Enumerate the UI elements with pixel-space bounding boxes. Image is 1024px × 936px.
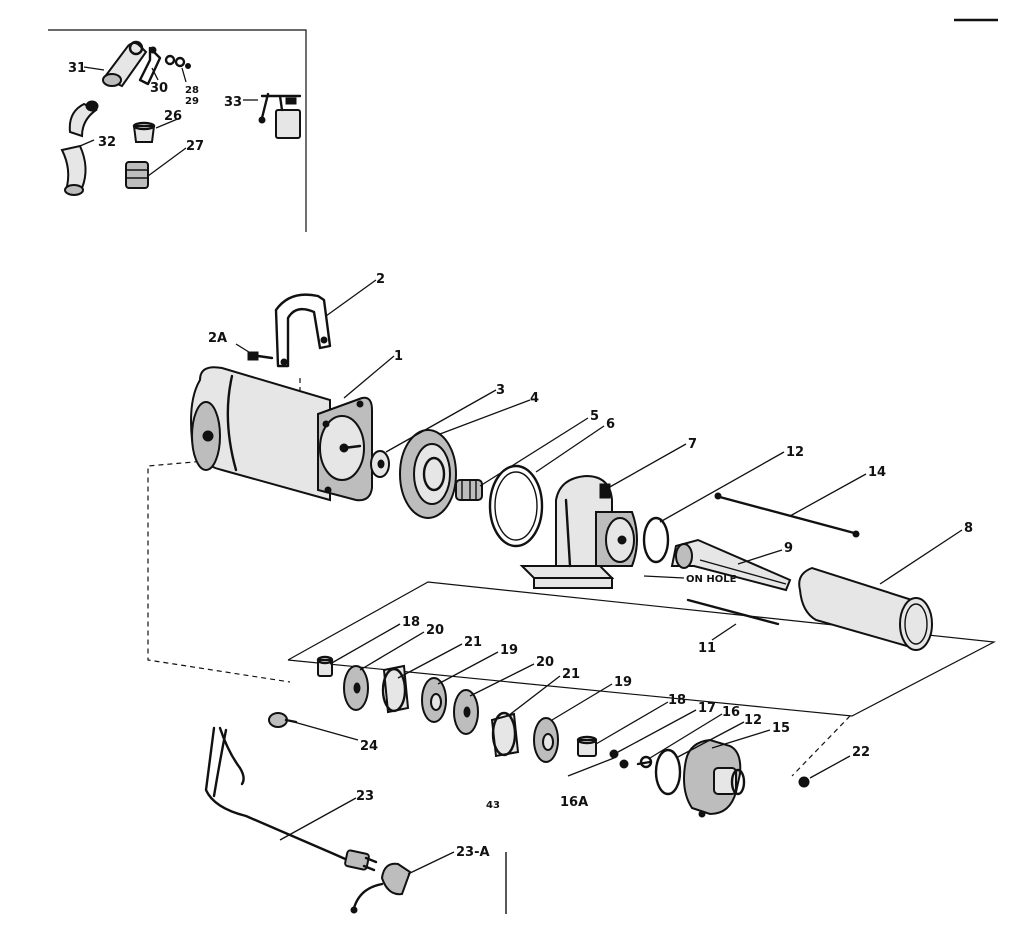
callout-27: 27 [186, 139, 204, 154]
callout-12-upper: 12 [786, 445, 804, 460]
callout-23a: 23-A [456, 845, 490, 860]
part-27-nipple [125, 161, 149, 189]
part-23a-adapter [350, 862, 412, 914]
callout-31: 31 [68, 61, 86, 76]
callout-16a: 16A [560, 795, 588, 810]
callout-32: 32 [98, 135, 116, 150]
callout-30: 30 [150, 81, 168, 96]
part-22-plug [798, 776, 810, 788]
callout-18-left: 18 [402, 615, 420, 630]
part-4-seal-plate [399, 429, 457, 519]
callout-21-left: 21 [464, 635, 482, 650]
callout-12-lower: 12 [744, 713, 762, 728]
part-6-o-ring [488, 464, 544, 548]
callout-15: 15 [772, 721, 790, 736]
callout-19-right: 19 [614, 675, 632, 690]
inset-frame [48, 29, 307, 232]
part-ring-seal [642, 516, 670, 564]
part-31-fitting [102, 40, 148, 88]
part-2-handle [274, 293, 332, 368]
part-14-tie-rod [714, 492, 860, 538]
callout-5: 5 [590, 409, 599, 424]
callout-21-right: 21 [562, 667, 580, 682]
callout-18-right: 18 [668, 693, 686, 708]
part-11-pin [686, 598, 780, 626]
callout-1: 1 [394, 349, 403, 364]
part-30-clip [138, 46, 162, 86]
callout-17: 17 [698, 701, 716, 716]
part-33-assembly [258, 92, 302, 139]
callout-note-hole: ON HOLE [686, 574, 737, 585]
part-19-impeller-b [533, 717, 559, 763]
part-7-pump-body [519, 474, 638, 589]
part-20-diffuser-b [453, 689, 479, 735]
part-8-shell [798, 566, 933, 651]
callout-2: 2 [376, 272, 385, 287]
callout-20-left: 20 [426, 623, 444, 638]
callout-24: 24 [360, 739, 378, 754]
callout-26: 26 [164, 109, 182, 124]
part-23-power-cord [204, 726, 378, 872]
callout-14: 14 [868, 465, 886, 480]
callout-11: 11 [698, 641, 716, 656]
part-32-hose [60, 100, 99, 196]
part-9-shaft [670, 538, 792, 592]
callout-labels: 2 2A 1 3 4 5 6 7 12 14 8 9 11 ON HOLE 18… [208, 272, 973, 860]
part-16-screw [636, 755, 653, 769]
callout-22: 22 [852, 745, 870, 760]
part-26-coupling [132, 121, 156, 143]
leader-lines [235, 279, 963, 875]
part-15-inlet-cap [683, 738, 746, 818]
callout-23: 23 [356, 789, 374, 804]
callout-8: 8 [964, 521, 973, 536]
part-18-bushing-a [316, 655, 334, 677]
part-3-washer [370, 450, 390, 478]
callout-2a: 2A [208, 331, 227, 346]
callout-6: 6 [606, 417, 615, 432]
part-21-ring-a [381, 664, 410, 714]
callout-33: 33 [224, 95, 242, 110]
part-18-bushing-b [576, 735, 598, 757]
figure-number: 43 [486, 800, 500, 811]
callout-28: 28 [185, 85, 199, 96]
part-2a-screw [247, 351, 274, 361]
part-20-diffuser-a [343, 665, 369, 711]
part-16a-washer [619, 759, 629, 769]
callout-4: 4 [530, 391, 539, 406]
callout-29: 29 [185, 96, 199, 107]
part-12-o-ring [654, 748, 682, 796]
callout-9: 9 [784, 541, 793, 556]
callout-16: 16 [722, 705, 740, 720]
callout-3: 3 [496, 383, 505, 398]
part-28-29-washers [164, 54, 191, 69]
part-17-nut [609, 749, 619, 759]
part-1-motor [190, 366, 373, 502]
accessory-inset: 31 30 28 29 33 26 32 27 [48, 29, 307, 232]
part-21-ring-b [490, 711, 520, 758]
callout-19-left: 19 [500, 643, 518, 658]
part-5-seal [455, 479, 483, 501]
callout-20-right: 20 [536, 655, 554, 670]
callout-7: 7 [688, 437, 697, 452]
part-24-connector [268, 712, 298, 728]
part-19-impeller-a [421, 677, 447, 723]
